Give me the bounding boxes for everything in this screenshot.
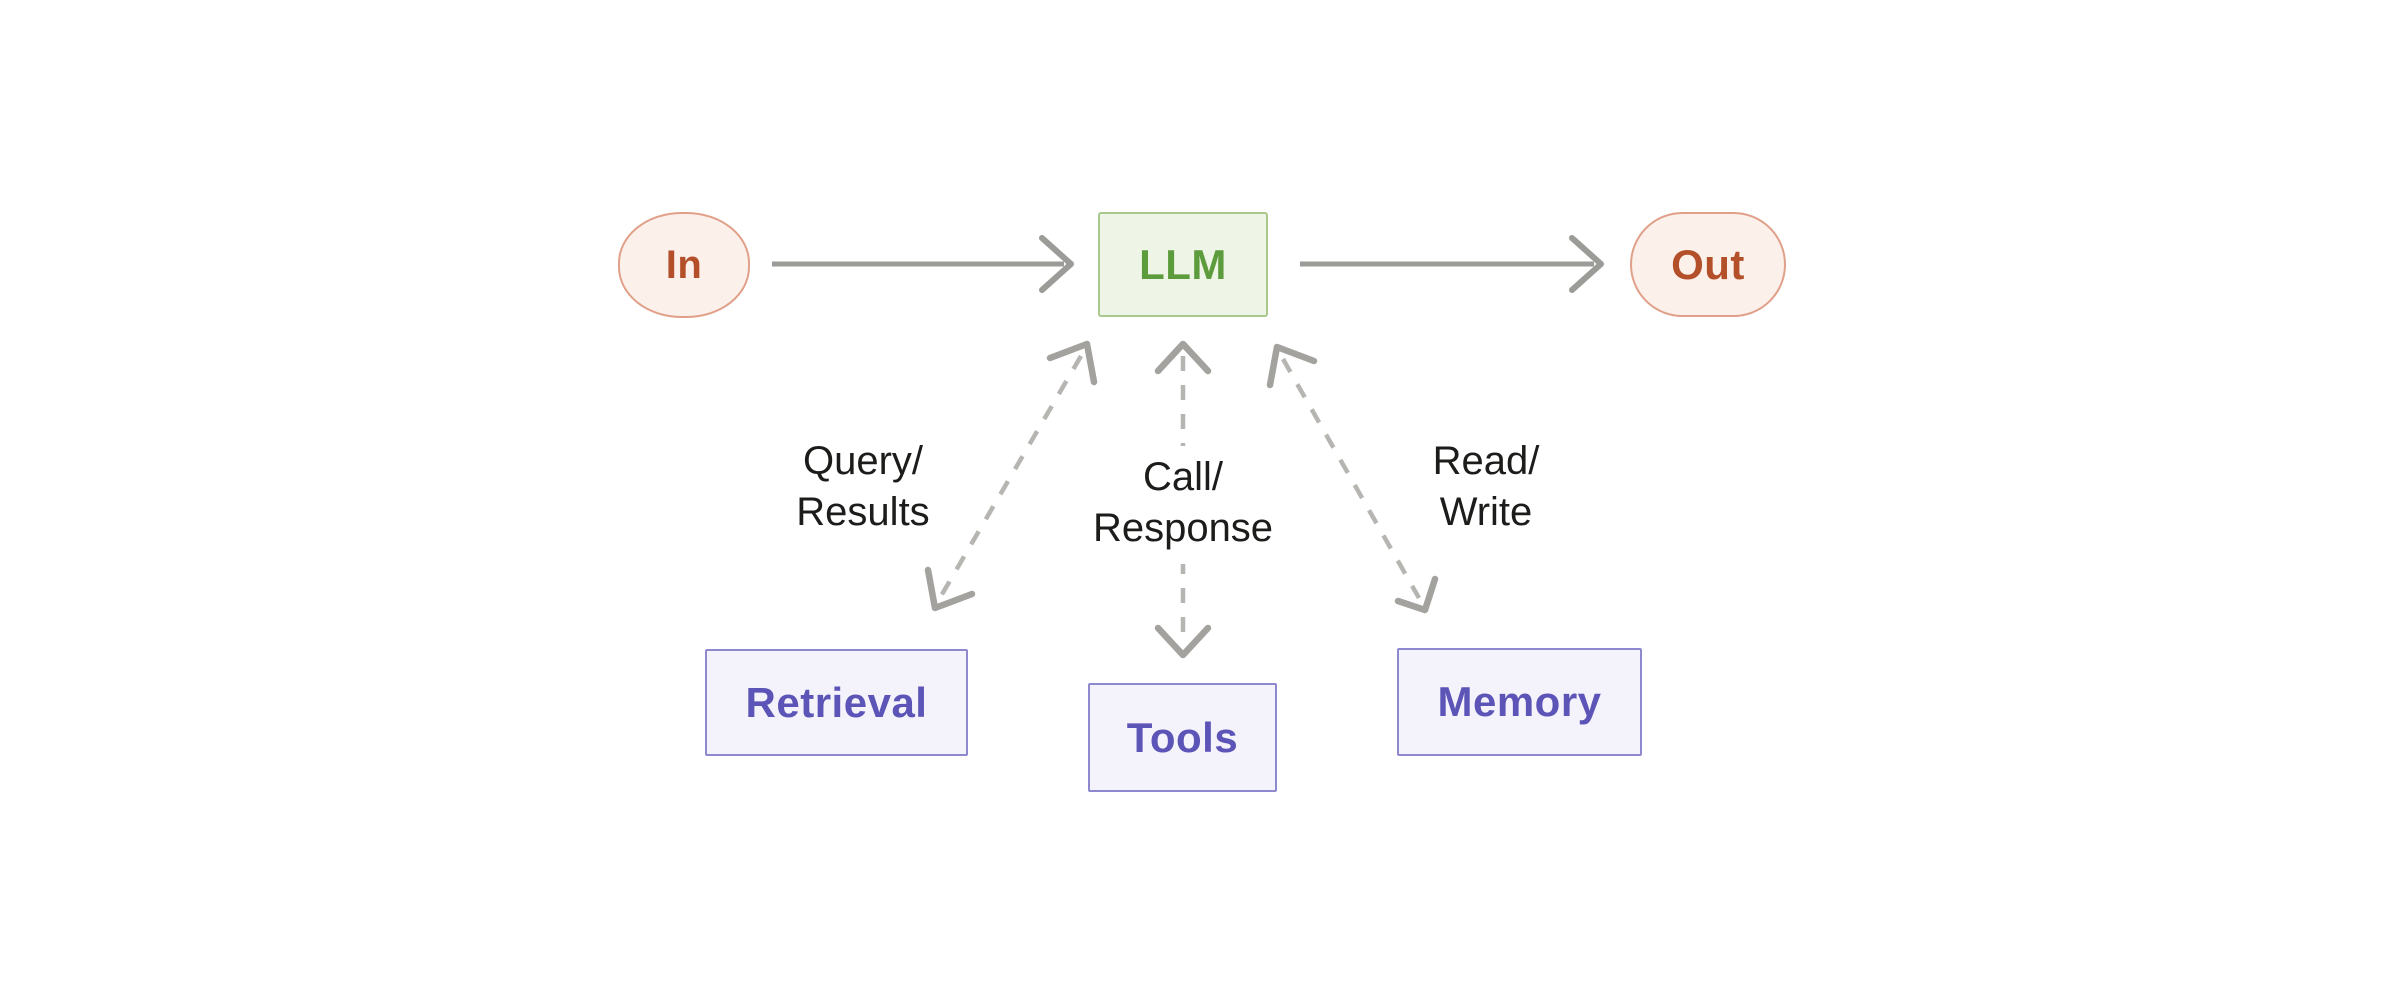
edge-label-query-results: Query/ Results [796,439,930,534]
node-memory: Memory [1397,648,1642,756]
node-tools-label: Tools [1126,713,1239,761]
node-tools: Tools [1088,683,1277,792]
arrowhead-right-icon [1039,235,1074,293]
node-memory-label: Memory [1437,678,1602,725]
node-retrieval: Retrieval [705,649,968,756]
arrowhead-down-icon [1154,624,1212,659]
edge-label-call-response: Call/ Response [1053,446,1313,564]
node-in: In [618,212,750,318]
node-llm-label: LLM [1139,240,1227,288]
arrowhead-right-icon [1569,235,1604,293]
arrowhead-up-right-icon [1046,340,1098,386]
arrowhead-up-left-icon [1266,343,1318,389]
dashed-arrow-llm-tools [1154,340,1212,659]
node-out-label: Out [1671,240,1745,288]
edge-label-read-write: Read/ Write [1432,439,1540,534]
arrowhead-up-icon [1154,340,1212,375]
dashed-arrow-llm-retrieval [924,340,1098,612]
dashed-arrow-llm-memory [1266,343,1439,614]
arrowhead-down-right-icon [1394,575,1439,614]
arrow-llm-to-out [1300,235,1604,293]
node-out: Out [1630,212,1786,317]
node-in-label: In [665,242,703,287]
arrowhead-down-left-icon [924,566,976,612]
node-retrieval-label: Retrieval [745,678,928,726]
arrow-in-to-llm [772,235,1074,293]
node-llm: LLM [1098,212,1268,317]
